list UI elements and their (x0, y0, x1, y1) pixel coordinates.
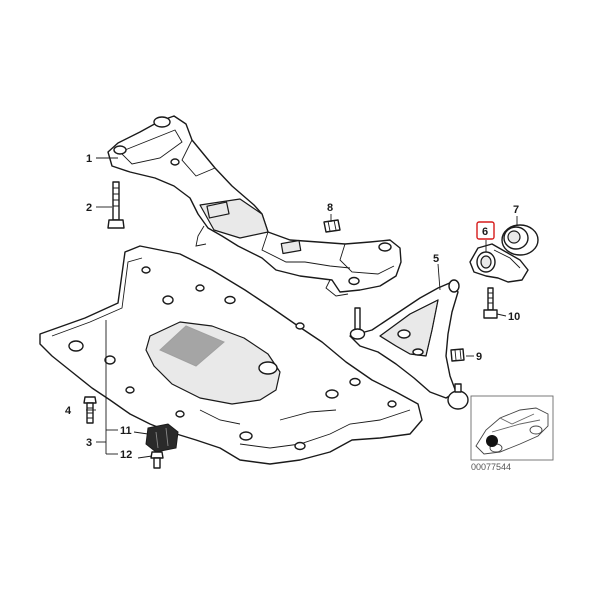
callout-1: 1 (86, 153, 92, 165)
leader-lines (86, 157, 518, 459)
callout-7: 7 (513, 204, 519, 216)
callout-5: 5 (433, 253, 439, 265)
callout-10: 10 (508, 311, 520, 323)
reinforcement-plate-part[interactable] (39, 245, 423, 465)
bolt-part-2[interactable] (107, 181, 125, 229)
callout-2: 2 (86, 202, 92, 214)
rubber-bushing-part[interactable] (501, 224, 539, 256)
callout-3: 3 (86, 437, 92, 449)
bolt-part-4[interactable] (83, 396, 97, 424)
bushing-bracket-part[interactable] (469, 243, 529, 283)
callout-12: 12 (120, 449, 132, 461)
callout-11: 11 (120, 425, 132, 437)
bolt-part-12[interactable] (150, 451, 164, 469)
callout-9: 9 (476, 351, 482, 363)
bolt-part-10[interactable] (483, 287, 498, 319)
callout-labels: 1 2 3 4 5 6 7 8 9 10 11 12 (65, 153, 520, 461)
axle-carrier-part[interactable] (107, 115, 402, 297)
diagram-reference-number: 00077544 (471, 462, 511, 472)
vehicle-locator-thumbnail: 00077544 (470, 395, 554, 472)
control-arm-part[interactable] (349, 279, 469, 410)
callout-6: 6 (482, 226, 488, 238)
callout-4: 4 (65, 405, 72, 417)
callout-8: 8 (327, 202, 333, 214)
location-marker-icon (486, 435, 498, 447)
rubber-mount-part[interactable] (145, 423, 179, 453)
nut-part-9[interactable] (450, 348, 465, 362)
nut-part-8[interactable] (323, 219, 341, 233)
callout-6-highlight-box (476, 221, 495, 240)
